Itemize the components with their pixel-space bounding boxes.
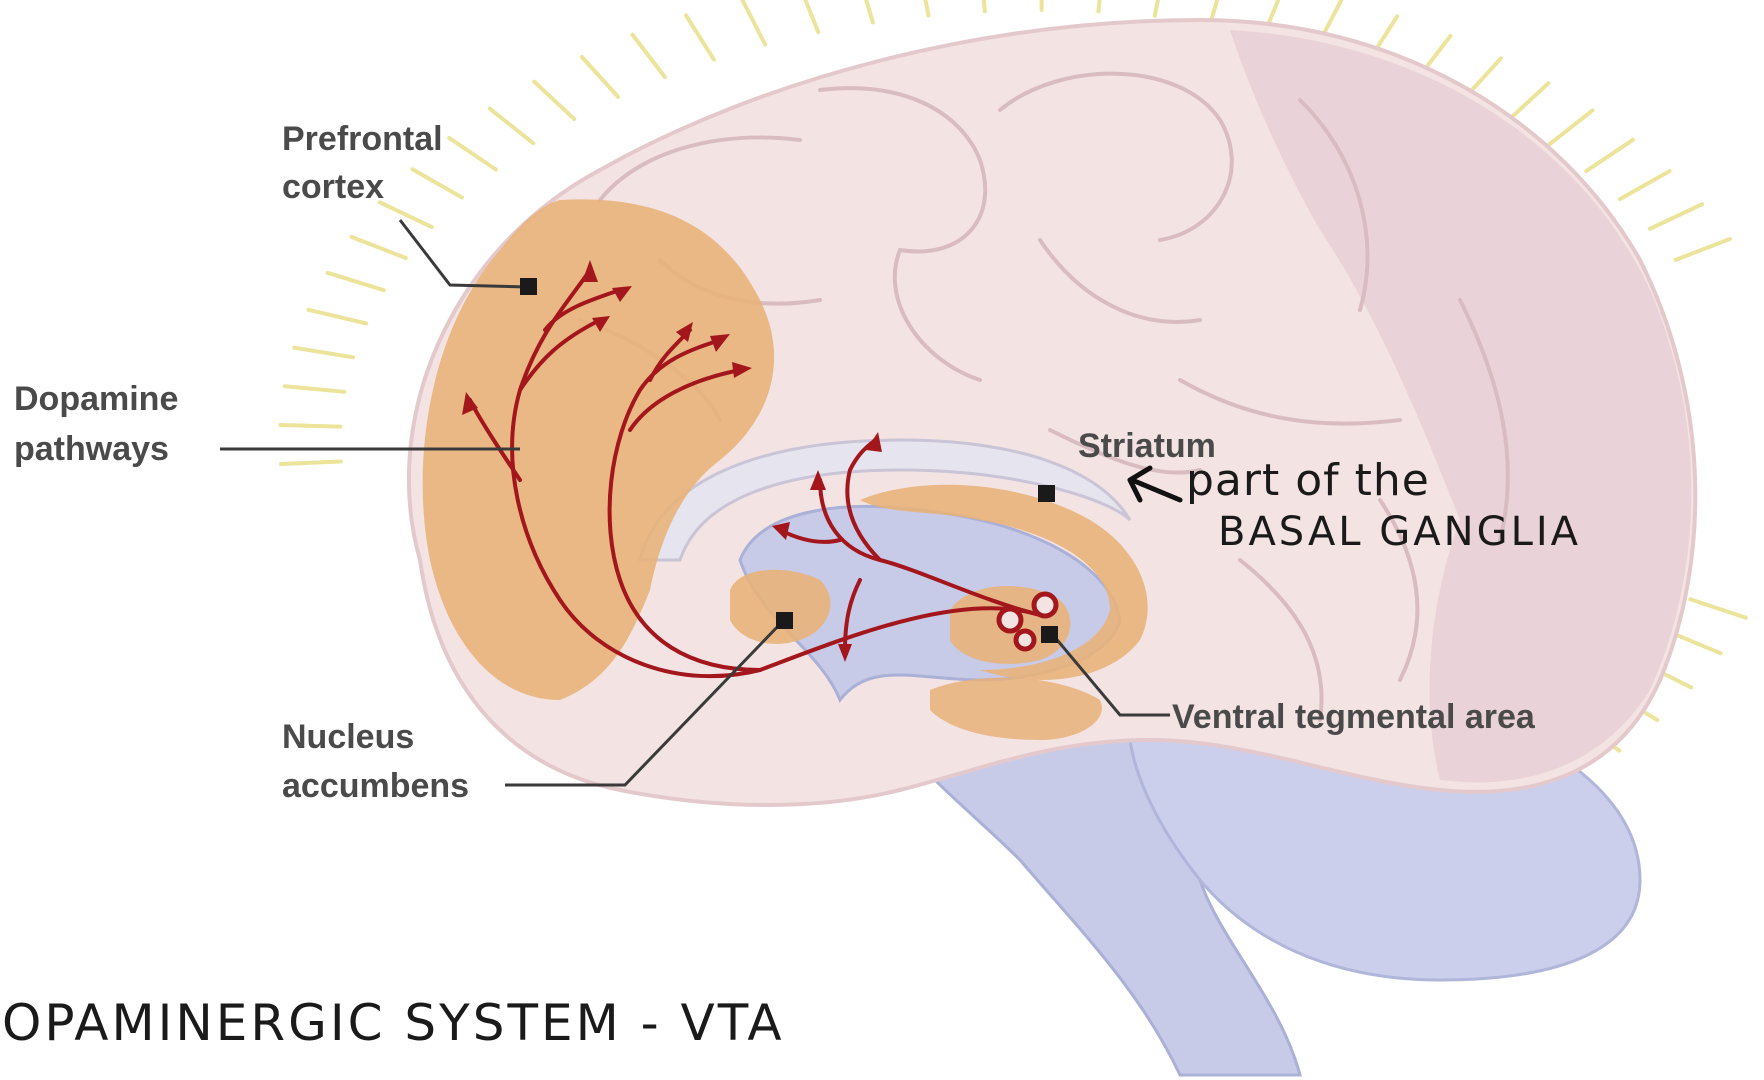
label-prefrontal-line2: cortex xyxy=(282,168,384,206)
glow-ray xyxy=(280,425,340,427)
glow-ray xyxy=(582,57,618,97)
glow-ray xyxy=(449,138,496,169)
vta-marker xyxy=(1041,626,1058,643)
label-vta: Ventral tegmental area xyxy=(1172,698,1536,736)
glow-ray xyxy=(980,0,985,11)
glow-ray xyxy=(1508,83,1548,120)
label-nucleus-line2: accumbens xyxy=(282,767,469,805)
glow-ray xyxy=(285,386,345,392)
glow-ray xyxy=(686,15,714,59)
glow-ray xyxy=(281,461,341,463)
glow-ray xyxy=(490,109,533,144)
glow-ray xyxy=(308,310,366,324)
glow-ray xyxy=(1098,0,1103,11)
glow-ray xyxy=(1549,110,1593,144)
glow-ray xyxy=(380,202,432,227)
glow-ray xyxy=(534,82,574,119)
glow-ray xyxy=(1586,140,1633,171)
glow-ray xyxy=(351,237,405,258)
footer-caption: OPAMINERGIC SYSTEM - VTA xyxy=(2,994,785,1052)
glow-ray xyxy=(633,35,665,77)
glow-ray xyxy=(1650,204,1702,229)
nucleus-accumbens-marker xyxy=(776,612,793,629)
prefrontal-marker xyxy=(520,278,537,295)
glow-ray xyxy=(1155,0,1165,16)
label-nucleus-line1: Nucleus xyxy=(282,718,414,756)
glow-ray xyxy=(742,0,766,45)
note-part-of-the: part of the xyxy=(1186,455,1430,506)
glow-ray xyxy=(859,0,873,22)
glow-ray xyxy=(919,0,929,15)
glow-ray xyxy=(412,169,462,197)
glow-ray xyxy=(294,348,353,358)
label-prefrontal-line1: Prefrontal xyxy=(282,120,443,158)
glow-ray xyxy=(799,0,818,32)
glow-ray xyxy=(328,273,384,290)
note-basal-ganglia: BASAL GANGLIA xyxy=(1218,509,1581,555)
label-dopamine-line1: Dopamine xyxy=(14,380,178,418)
glow-ray xyxy=(1676,239,1730,260)
glow-ray xyxy=(1620,171,1670,199)
label-dopamine-line2: pathways xyxy=(14,430,169,468)
striatum-marker xyxy=(1038,485,1055,502)
glow-ray xyxy=(1690,599,1746,618)
